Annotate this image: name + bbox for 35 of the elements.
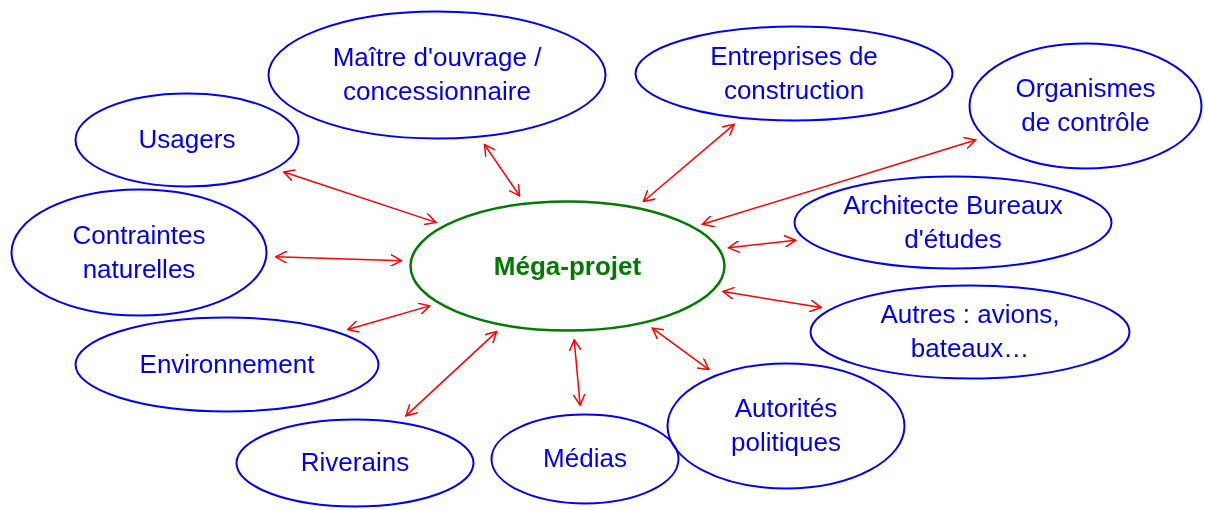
double-arrow xyxy=(405,330,498,417)
double-arrow xyxy=(346,302,431,334)
stakeholder-label: Médias xyxy=(542,442,628,476)
double-arrow xyxy=(727,234,797,254)
stakeholder-label: Organismes de contrôle xyxy=(1014,72,1157,139)
double-arrow xyxy=(282,169,437,226)
central-label: Méga-projet xyxy=(492,249,643,283)
double-arrow xyxy=(568,339,586,406)
stakeholder-ellipse xyxy=(666,362,906,490)
stakeholder-label: Maître d'ouvrage / concessionnaire xyxy=(331,41,543,108)
stakeholder-ellipse xyxy=(793,175,1113,270)
double-arrow xyxy=(722,286,822,313)
stakeholder-ellipse xyxy=(10,188,268,317)
stakeholder-label: Riverains xyxy=(299,446,411,480)
stakeholder-ellipse xyxy=(490,413,680,505)
double-arrow xyxy=(483,143,521,197)
stakeholder-label: Contraintes naturelles xyxy=(71,218,207,286)
stakeholder-label: Entreprises de construction xyxy=(709,39,879,107)
stakeholder-ellipse xyxy=(74,316,380,413)
stakeholder-label: Environnement xyxy=(138,347,316,381)
stakeholder-ellipse xyxy=(235,418,475,508)
stakeholder-label: Architecte Bureaux d'études xyxy=(842,188,1064,256)
central-ellipse xyxy=(409,200,726,332)
double-arrow xyxy=(275,250,403,268)
double-arrow xyxy=(642,123,735,203)
stakeholder-label: Autorités politiques xyxy=(730,392,842,459)
double-arrow xyxy=(701,136,977,228)
stakeholder-label: Usagers xyxy=(137,123,237,157)
stakeholder-label: Autres : avions, bateaux… xyxy=(879,298,1061,365)
stakeholder-ellipse xyxy=(809,284,1131,380)
double-arrow xyxy=(651,327,710,371)
stakeholder-ellipse xyxy=(74,92,300,188)
stakeholder-ellipse xyxy=(634,25,954,122)
stakeholder-ellipse xyxy=(968,42,1203,170)
stakeholder-ellipse xyxy=(267,10,607,140)
